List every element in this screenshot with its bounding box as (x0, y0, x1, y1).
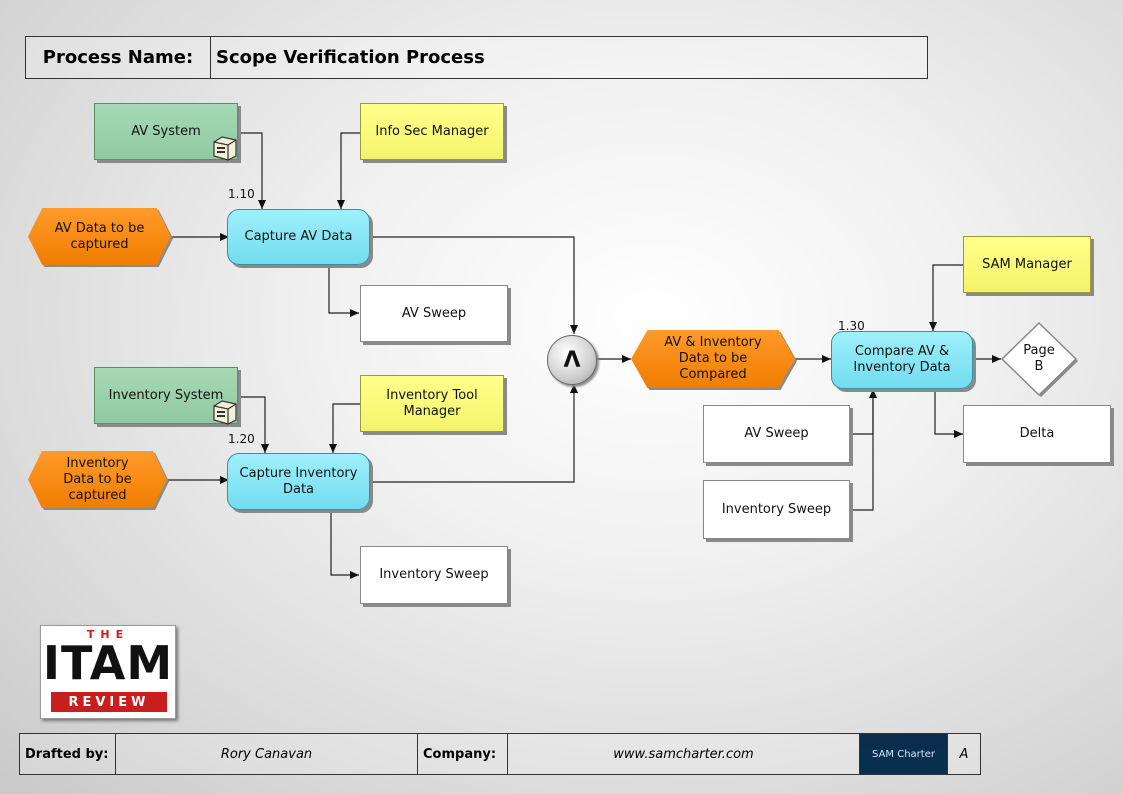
connector-capture-inv-to-and (370, 384, 578, 483)
av-data-input-wrap: AV Data to be captured (28, 208, 171, 265)
delta-label: Delta (1019, 426, 1055, 441)
capture-av-data-label: Capture AV Data (244, 229, 353, 244)
process-name-header: Process Name: Scope Verification Process (25, 36, 928, 79)
av-sweep-output: AV Sweep (360, 285, 508, 342)
connector-sam-manager (929, 264, 963, 331)
connector-av-sweep-2 (850, 389, 877, 435)
company-value: www.samcharter.com (508, 734, 860, 774)
step-number-1-30: 1.30 (838, 319, 865, 333)
compare-process: Compare AV & Inventory Data (831, 331, 973, 389)
av-sweep-input: AV Sweep (703, 405, 850, 463)
and-gate-symbol: Λ (563, 347, 581, 373)
inventory-tool-manager-label: Inventory Tool Manager (386, 387, 478, 419)
drafted-by-value: Rory Canavan (116, 734, 418, 774)
connector-capture-av-to-and (370, 236, 578, 334)
connector-compare-to-delta (934, 389, 963, 438)
connector-inventory-system (234, 396, 269, 453)
page-b-label: Page B (1023, 343, 1055, 374)
page-letter: A (959, 746, 969, 762)
inventory-sweep-input-label: Inventory Sweep (721, 501, 832, 517)
capture-av-data-process: Capture AV Data (227, 209, 370, 265)
connector-inventory-sweep-2 (850, 389, 874, 511)
inventory-system-label: Inventory System (108, 387, 224, 403)
step-number-1-10: 1.10 (228, 187, 255, 201)
and-gate: Λ (547, 335, 597, 385)
av-inventory-data-label: AV & Inventory Data to be Compared (664, 335, 762, 382)
server-icon (213, 136, 237, 161)
capture-inventory-data-label: Capture Inventory Data (239, 465, 358, 497)
logo-the-text: THE (86, 628, 130, 641)
av-data-input: AV Data to be captured (28, 208, 171, 265)
page-b-diamond (1000, 321, 1078, 397)
process-name-value: Scope Verification Process (216, 47, 485, 68)
step-number-1-20: 1.20 (228, 432, 255, 446)
page-b-connector: Page B (1010, 342, 1068, 376)
inventory-sweep-output: Inventory Sweep (360, 546, 508, 604)
footer-bar: Drafted by: Rory Canavan Company: www.sa… (19, 733, 981, 775)
connector-av-system (234, 132, 266, 209)
itam-review-logo: THE ITAM REVIEW (40, 625, 176, 719)
info-sec-manager-label: Info Sec Manager (375, 123, 489, 139)
connector-av-sweep-1 (328, 265, 359, 317)
inventory-sweep-label: Inventory Sweep (379, 567, 489, 582)
av-sweep-label: AV Sweep (401, 305, 467, 321)
info-sec-manager-role: Info Sec Manager (360, 103, 504, 160)
av-system-label: AV System (131, 123, 201, 139)
capture-inventory-data-process: Capture Inventory Data (227, 453, 370, 510)
inventory-sweep-input: Inventory Sweep (703, 480, 850, 539)
server-icon (213, 400, 237, 425)
logo-itam-text: ITAM (42, 636, 174, 690)
inventory-data-input-wrap: Inventory Data to be captured (28, 451, 167, 508)
sam-manager-label: SAM Manager (982, 256, 1072, 272)
connector-inventory-tool (329, 403, 360, 453)
sam-manager-role: SAM Manager (963, 236, 1091, 293)
av-system-resource: AV System (94, 103, 238, 160)
drafted-by-label: Drafted by: (20, 734, 116, 774)
av-inventory-data-wrap: AV & Inventory Data to be Compared (631, 330, 795, 388)
connector-inventory-sweep-1 (330, 510, 359, 579)
inventory-data-input-label: Inventory Data to be captured (63, 455, 132, 503)
sam-charter-logo: SAM Charter (860, 734, 948, 774)
av-inventory-data: AV & Inventory Data to be Compared (631, 330, 795, 388)
process-name-label: Process Name: (26, 37, 211, 78)
company-label: Company: (418, 734, 508, 774)
connector-info-sec (337, 132, 360, 209)
av-sweep-input-label: AV Sweep (744, 426, 809, 441)
delta-output: Delta (963, 405, 1111, 463)
compare-label: Compare AV & Inventory Data (853, 344, 951, 375)
logo-review-text: REVIEW (51, 692, 167, 712)
inventory-tool-manager-role: Inventory Tool Manager (360, 375, 504, 432)
inventory-data-input: Inventory Data to be captured (28, 451, 167, 508)
av-data-input-label: AV Data to be captured (54, 220, 145, 252)
